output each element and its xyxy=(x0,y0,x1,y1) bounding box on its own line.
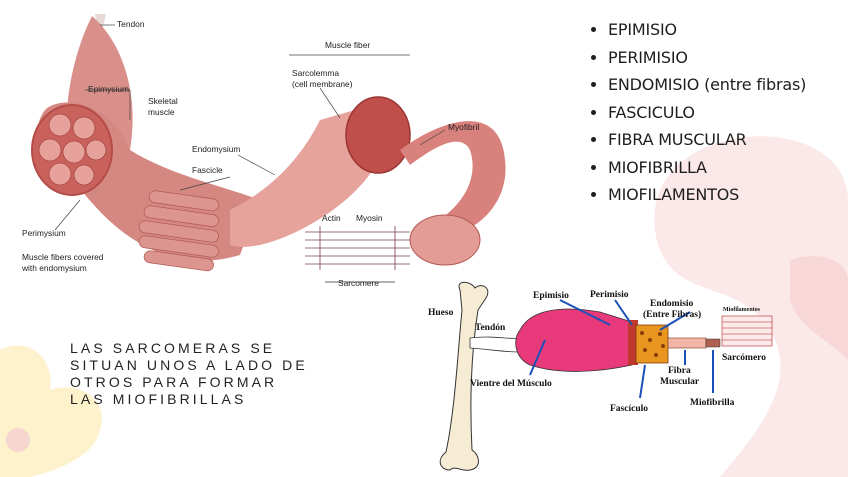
sarcomere-filaments xyxy=(305,226,410,270)
label-tendon: Tendon xyxy=(117,19,145,29)
list-item: PERIMISIO xyxy=(608,44,848,72)
sarcomere-caption: LAS SARCOMERAS SE SITUAN UNOS A LADO DE … xyxy=(70,340,308,407)
bone-shape xyxy=(439,281,489,471)
fascicle-section xyxy=(635,324,669,364)
list-item: FIBRA MUSCULAR xyxy=(608,126,848,154)
blue-arrows xyxy=(529,299,714,399)
pink-swirl-shape xyxy=(654,136,848,477)
label-endomisio: Endomisio xyxy=(650,299,694,309)
pink-dot xyxy=(6,428,30,452)
label-hueso: Hueso xyxy=(428,308,454,318)
label-tendon-es: Tendón xyxy=(475,323,506,333)
perimysium-band xyxy=(628,320,638,365)
list-item: MIOFIBRILLA xyxy=(608,154,848,182)
list-item: MIOFILAMENTOS xyxy=(608,181,848,209)
label-miofibrilla: Miofibrilla xyxy=(690,398,735,408)
label-perimisio: Perimisio xyxy=(590,290,629,300)
label-vientre: Vientre del Músculo xyxy=(470,379,552,389)
label-myofibril: Myofibril xyxy=(448,122,479,132)
label-with-endomysium: with endomysium xyxy=(21,263,87,273)
tendon-connector xyxy=(469,336,521,353)
list-item: ENDOMISIO (entre fibras) xyxy=(608,71,848,99)
label-fasciculo: Fascículo xyxy=(610,404,648,414)
sarcomere-box xyxy=(721,315,773,347)
fiber-cross-section xyxy=(345,96,411,174)
label-endomysium: Endomysium xyxy=(192,144,240,154)
label-fibers-covered: Muscle fibers covered xyxy=(22,252,104,262)
label-cell-membrane: (cell membrane) xyxy=(292,79,353,89)
fiber-tube xyxy=(667,337,707,349)
fascicle-rods xyxy=(138,190,219,272)
label-fibra: Fibra xyxy=(668,366,691,376)
muscle-belly-magenta xyxy=(515,308,633,372)
label-leader-lines xyxy=(54,24,446,231)
fascicle-bundles xyxy=(38,113,107,186)
label-muscular: Muscular xyxy=(660,377,700,387)
list-item: FASCICULO xyxy=(608,99,848,127)
label-miofilamentos: Miofilamentos xyxy=(723,307,761,313)
label-skeletal: Skeletal xyxy=(148,96,178,106)
label-sarcomero: Sarcómero xyxy=(722,353,766,363)
label-epimisio: Epimisio xyxy=(533,291,569,301)
label-muscle-fiber: Muscle fiber xyxy=(325,40,370,50)
label-muscle: muscle xyxy=(148,107,175,117)
label-epimysium: Epimysium xyxy=(88,84,129,94)
label-entre-fibras: (Entre Fibras) xyxy=(643,309,701,320)
structure-list: EPIMISIO PERIMISIO ENDOMISIO (entre fibr… xyxy=(590,16,848,209)
myofibril-tube xyxy=(705,338,721,348)
pink-swirl-shape-2 xyxy=(790,256,848,360)
list-item: EPIMISIO xyxy=(608,16,848,44)
label-fascicle: Fascicle xyxy=(192,165,223,175)
label-sarcomere: Sarcomere xyxy=(338,278,379,288)
label-myosin: Myosin xyxy=(356,213,383,223)
label-sarcolemma: Sarcolemma xyxy=(292,68,339,78)
label-actin: Actin xyxy=(322,213,341,223)
myofibril-strand xyxy=(400,121,506,235)
label-perimysium: Perimysium xyxy=(22,228,66,238)
fascicle-dots xyxy=(640,331,665,357)
